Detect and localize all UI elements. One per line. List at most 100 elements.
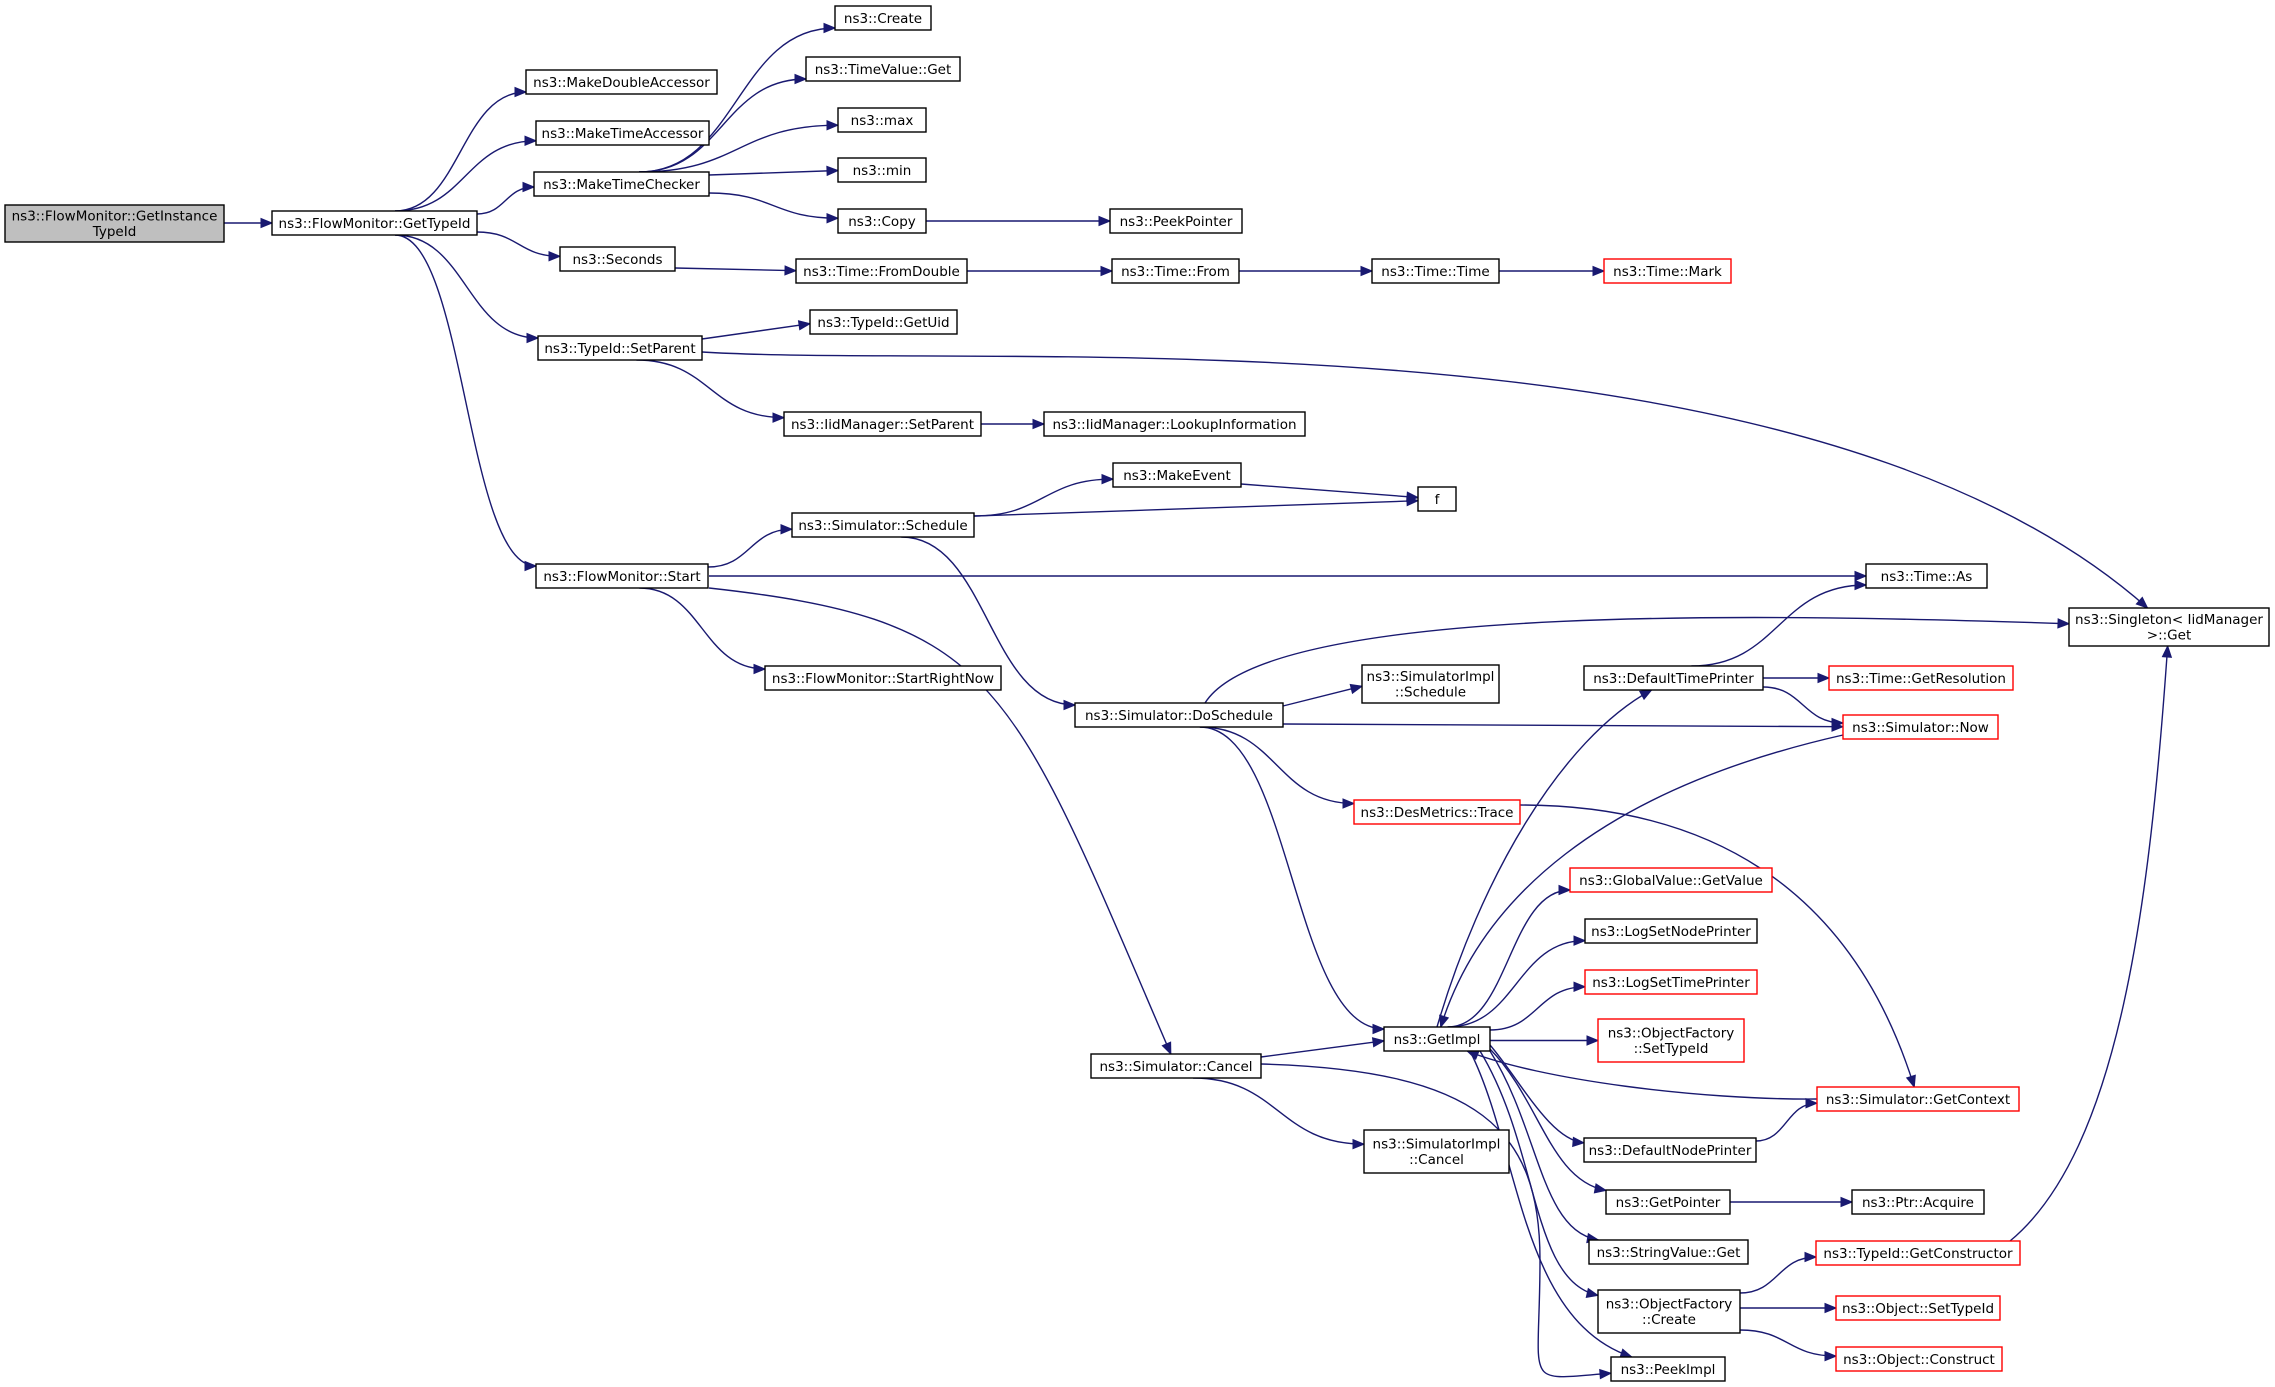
node-simulator-schedule[interactable]: ns3::Simulator::Schedule	[791, 512, 975, 538]
node-object-construct[interactable]: ns3::Object::Construct	[1835, 1346, 2003, 1372]
node-label: ns3::MakeEvent	[1123, 468, 1231, 484]
node-gettypeid[interactable]: ns3::FlowMonitor::GetTypeId	[271, 210, 478, 236]
node-simulator-doschedule[interactable]: ns3::Simulator::DoSchedule	[1074, 702, 1284, 728]
node-box	[559, 246, 676, 272]
node-desmetrics-trace[interactable]: ns3::DesMetrics::Trace	[1353, 799, 1521, 825]
node-max[interactable]: ns3::max	[837, 107, 927, 133]
node-label: ns3::Time::Time	[1381, 264, 1489, 280]
node-getimpl[interactable]: ns3::GetImpl	[1383, 1026, 1491, 1052]
node-makeevent[interactable]: ns3::MakeEvent	[1112, 462, 1242, 488]
node-time-getresolution[interactable]: ns3::Time::GetResolution	[1828, 665, 2014, 691]
edge-line	[476, 231, 561, 257]
node-box	[1583, 1137, 1757, 1163]
node-label: ::Cancel	[1409, 1152, 1464, 1168]
edge-line	[638, 78, 807, 173]
edge-arrowhead	[780, 523, 794, 535]
node-timevalue-get[interactable]: ns3::TimeValue::Get	[805, 56, 961, 82]
node-time-fromdouble[interactable]: ns3::Time::FromDouble	[795, 258, 968, 284]
node-peekpointer[interactable]: ns3::PeekPointer	[1109, 208, 1243, 234]
node-getpointer[interactable]: ns3::GetPointer	[1605, 1189, 1731, 1215]
node-typeid-getuid[interactable]: ns3::TypeId::GetUid	[809, 309, 958, 335]
node-maketimeaccessor[interactable]: ns3::MakeTimeAccessor	[535, 120, 710, 146]
edge-arrowhead	[1804, 1251, 1818, 1263]
edge-getpointer-to-ptr-acquire	[1730, 1196, 1854, 1208]
node-defaultnodeprinter[interactable]: ns3::DefaultNodePrinter	[1583, 1137, 1757, 1163]
edge-time-fromdouble-to-time-from	[967, 265, 1114, 277]
node-logsettimeprinter[interactable]: ns3::LogSetTimePrinter	[1584, 969, 1758, 995]
node-object-settypeid[interactable]: ns3::Object::SetTypeId	[1835, 1295, 2001, 1321]
node-simulator-getcontext[interactable]: ns3::Simulator::GetContext	[1816, 1086, 2020, 1112]
node-stringvalue-get[interactable]: ns3::StringValue::Get	[1588, 1239, 1749, 1265]
edge-line	[1240, 483, 1419, 499]
edge-arrowhead	[524, 560, 538, 572]
node-flowmonitor-startrightnow[interactable]: ns3::FlowMonitor::StartRightNow	[764, 665, 1002, 691]
node-typeid-setparent[interactable]: ns3::TypeId::SetParent	[537, 335, 703, 361]
node-label: ns3::max	[851, 113, 914, 129]
node-time-time[interactable]: ns3::Time::Time	[1371, 258, 1500, 284]
node-maketimechecker[interactable]: ns3::MakeTimeChecker	[533, 171, 710, 197]
node-time-as[interactable]: ns3::Time::As	[1865, 563, 1988, 589]
edge-line	[394, 140, 537, 212]
edge-arrowhead	[1905, 1074, 1916, 1089]
node-label: ns3::Simulator::Schedule	[798, 518, 967, 534]
node-label: ns3::IidManager::SetParent	[791, 417, 974, 433]
node-box	[834, 5, 932, 31]
node-box	[1835, 1346, 2003, 1372]
node-objectfactory-create[interactable]: ns3::ObjectFactory::Create	[1597, 1289, 1741, 1334]
node-time-mark[interactable]: ns3::Time::Mark	[1603, 258, 1732, 284]
node-defaulttimeprinter[interactable]: ns3::DefaultTimePrinter	[1583, 665, 1764, 691]
node-logsetnodeprinter[interactable]: ns3::LogSetNodePrinter	[1584, 918, 1758, 944]
edge-line	[1260, 1040, 1385, 1058]
edge-simulator-schedule-to-simulator-doschedule	[901, 536, 1077, 711]
edge-flowmonitor-start-to-flowmonitor-startrightnow	[639, 587, 767, 675]
edge-arrowhead	[1558, 884, 1572, 896]
node-create[interactable]: ns3::Create	[834, 5, 932, 31]
node-box	[1865, 563, 1988, 589]
node-box	[1584, 918, 1758, 944]
node-box	[1074, 702, 1284, 728]
edge-simulator-doschedule-to-desmetrics-trace	[1199, 726, 1356, 809]
edge-arrowhead	[1100, 265, 1114, 277]
node-min[interactable]: ns3::min	[837, 157, 927, 183]
edge-line	[708, 192, 839, 219]
edge-arrowhead	[522, 181, 536, 193]
node-seconds[interactable]: ns3::Seconds	[559, 246, 676, 272]
edge-line	[701, 351, 2149, 609]
node-iidmanager-setparent[interactable]: ns3::IidManager::SetParent	[783, 411, 982, 437]
node-simulator-cancel[interactable]: ns3::Simulator::Cancel	[1090, 1053, 1262, 1079]
node-box	[1109, 208, 1243, 234]
node-label: ns3::Copy	[848, 214, 916, 230]
node-box	[1371, 258, 1500, 284]
edge-simulator-doschedule-to-getimpl	[1199, 726, 1386, 1035]
node-typeid-getconstructor[interactable]: ns3::TypeId::GetConstructor	[1815, 1240, 2021, 1266]
node-label: ns3::TypeId::GetUid	[817, 315, 949, 331]
edge-simulator-cancel-to-getimpl	[1260, 1037, 1386, 1058]
node-singleton-get[interactable]: ns3::Singleton< IidManager >::Get	[2068, 607, 2270, 647]
node-peekimpl[interactable]: ns3::PeekImpl	[1610, 1356, 1726, 1382]
edge-arrowhead	[1101, 473, 1115, 485]
edge-arrowhead	[1805, 1097, 1819, 1109]
edge-typeid-setparent-to-iidmanager-setparent	[636, 359, 786, 423]
edge-line	[901, 536, 1076, 706]
node-globalvalue-getvalue[interactable]: ns3::GlobalValue::GetValue	[1569, 867, 1773, 893]
edge-flowmonitor-start-to-simulator-schedule	[707, 523, 794, 568]
edge-line	[1469, 1050, 1632, 1358]
node-label: ns3::Time::FromDouble	[803, 264, 960, 280]
node-simulator-now[interactable]: ns3::Simulator::Now	[1842, 714, 1999, 740]
edge-simulator-cancel-to-simulatorimpl-cancel	[1192, 1077, 1366, 1150]
node-ptr-acquire[interactable]: ns3::Ptr::Acquire	[1851, 1189, 1985, 1215]
node-time-from[interactable]: ns3::Time::From	[1111, 258, 1240, 284]
edge-line	[1282, 685, 1363, 707]
node-box	[1361, 664, 1500, 704]
node-flowmonitor-start[interactable]: ns3::FlowMonitor::Start	[535, 563, 709, 589]
node-f[interactable]: f	[1417, 486, 1457, 512]
node-simulatorimpl-cancel[interactable]: ns3::SimulatorImpl::Cancel	[1363, 1129, 1510, 1174]
edge-line	[1489, 1050, 1599, 1241]
node-makedoubleaccessor[interactable]: ns3::MakeDoubleAccessor	[525, 69, 718, 95]
node-copy[interactable]: ns3::Copy	[837, 208, 927, 234]
node-iidmanager-lookupinformation[interactable]: ns3::IidManager::LookupInformation	[1043, 411, 1306, 437]
node-simulatorimpl-schedule[interactable]: ns3::SimulatorImpl::Schedule	[1361, 664, 1500, 704]
node-label: ns3::MakeTimeChecker	[543, 177, 700, 193]
node-objectfactory-settypeid[interactable]: ns3::ObjectFactory::SetTypeId	[1597, 1018, 1745, 1063]
